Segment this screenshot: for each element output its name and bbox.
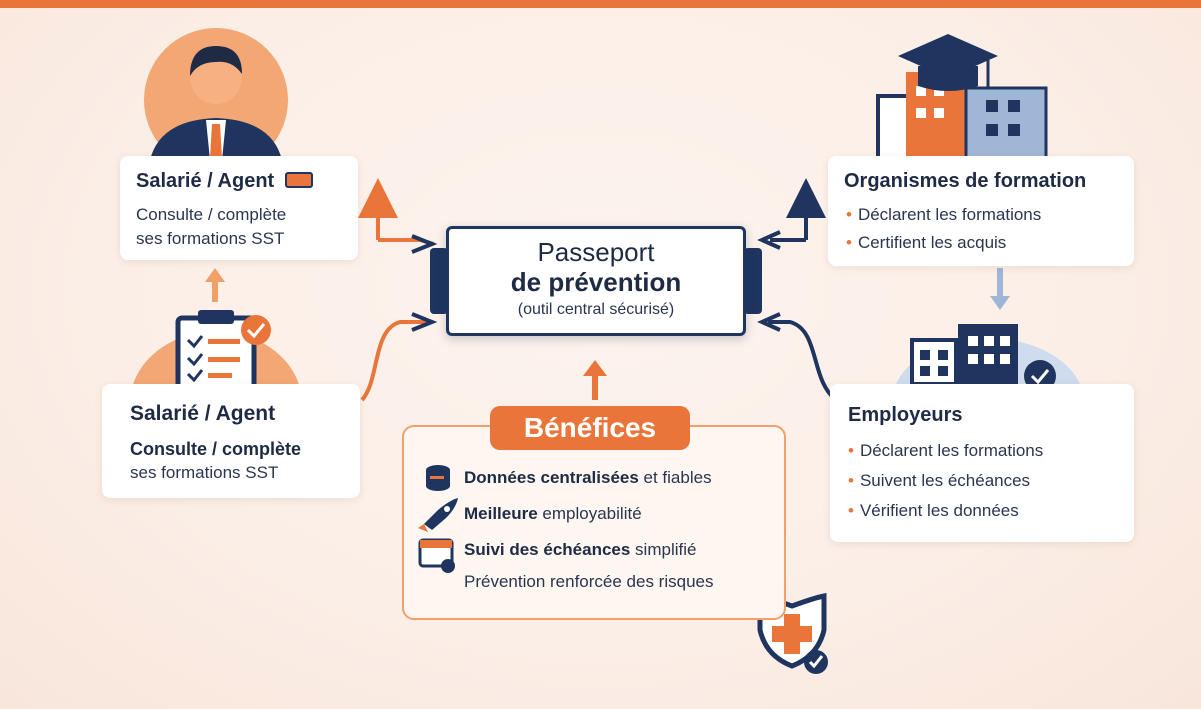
salarie-top-title: Salarié / Agent bbox=[136, 170, 275, 192]
central-tab-right bbox=[744, 248, 762, 314]
benefit-text: simplifié bbox=[630, 540, 697, 559]
bullet-dot: • bbox=[848, 441, 854, 460]
arrow-employeurs bbox=[768, 320, 838, 402]
school-building-icon bbox=[862, 34, 1052, 160]
person-icon bbox=[144, 28, 288, 172]
badge-icon bbox=[284, 172, 313, 188]
benefit-row: Suivi des échéances simplifié bbox=[464, 540, 696, 560]
employeurs-bullet-text: Suivent les échéances bbox=[859, 471, 1031, 490]
benefit-row: Prévention renforcée des risques bbox=[464, 572, 713, 592]
organismes-bullet-text: Déclarent les formations bbox=[857, 205, 1042, 224]
salarie-top-card: Salarié / Agent Consulte / complète ses … bbox=[120, 156, 358, 260]
arrow-salarie-bottom bbox=[360, 320, 430, 402]
benefices-panel bbox=[402, 425, 786, 620]
employeurs-bullet-text: Vérifient les données bbox=[859, 501, 1019, 520]
passeport-title-line1: Passeport bbox=[537, 237, 655, 267]
bullet-dot: • bbox=[846, 233, 852, 252]
employeurs-title: Employeurs bbox=[848, 404, 963, 426]
passeport-subtitle: (outil central sécurisé) bbox=[517, 301, 675, 318]
benefit-row: Meilleure employabilité bbox=[464, 504, 642, 524]
benefit-row: Données centralisées et fiables bbox=[464, 468, 712, 488]
bullet-dot: • bbox=[848, 471, 854, 490]
benefit-bold: Suivi des échéances bbox=[464, 540, 631, 559]
benefit-bold: Données centralisées bbox=[464, 468, 639, 487]
organismes-title: Organismes de formation bbox=[844, 170, 1087, 192]
organismes-bullet: • Déclarent les formations bbox=[846, 200, 1041, 230]
benefit-text: Prévention renforcée des risques bbox=[464, 572, 714, 591]
salarie-bottom-line1: Consulte / complète bbox=[130, 439, 302, 459]
organismes-bullet: • Certifient les acquis bbox=[846, 228, 1006, 258]
arrow-head-central-right-bottom bbox=[757, 312, 781, 332]
central-tab-left bbox=[430, 248, 448, 314]
employeurs-card: Employeurs • Déclarent les formations • Su… bbox=[830, 384, 1134, 542]
top-accent-bar bbox=[0, 0, 1201, 8]
benefit-text: employabilité bbox=[537, 504, 642, 523]
passeport-box: Passeport de prévention (outil central s… bbox=[446, 226, 746, 336]
arrow-head-central-right-top bbox=[757, 230, 781, 250]
salarie-top-line1: Consulte / complète bbox=[136, 205, 287, 224]
benefit-text: et fiables bbox=[638, 468, 712, 487]
employeurs-bullet-text: Déclarent les formations bbox=[859, 441, 1044, 460]
salarie-bottom-line2: ses formations SST bbox=[130, 463, 279, 482]
passeport-title-line2: de prévention bbox=[510, 267, 682, 297]
arrow-head-central-left-top bbox=[411, 234, 438, 254]
benefit-bold: Meilleure bbox=[464, 504, 538, 523]
salarie-top-title-row: Salarié / Agent bbox=[136, 170, 313, 193]
salarie-bottom-title: Salarié / Agent bbox=[130, 402, 276, 425]
salarie-bottom-card: Salarié / Agent Consulte / complète ses … bbox=[102, 384, 360, 498]
bullet-dot: • bbox=[848, 501, 854, 520]
arrow-head-central-left-bottom bbox=[411, 312, 438, 332]
benefices-title: Bénéfices bbox=[490, 406, 690, 450]
salarie-top-line2: ses formations SST bbox=[136, 229, 285, 248]
employeurs-bullet: • Vérifient les données bbox=[848, 496, 1019, 526]
clipboard-check-icon bbox=[132, 310, 300, 393]
employeurs-bullet: • Suivent les échéances bbox=[848, 466, 1030, 496]
employeurs-bullet: • Déclarent les formations bbox=[848, 436, 1043, 466]
bullet-dot: • bbox=[846, 205, 852, 224]
organismes-bullet-text: Certifient les acquis bbox=[857, 233, 1007, 252]
organismes-card: Organismes de formation • Déclarent les f… bbox=[828, 156, 1134, 266]
